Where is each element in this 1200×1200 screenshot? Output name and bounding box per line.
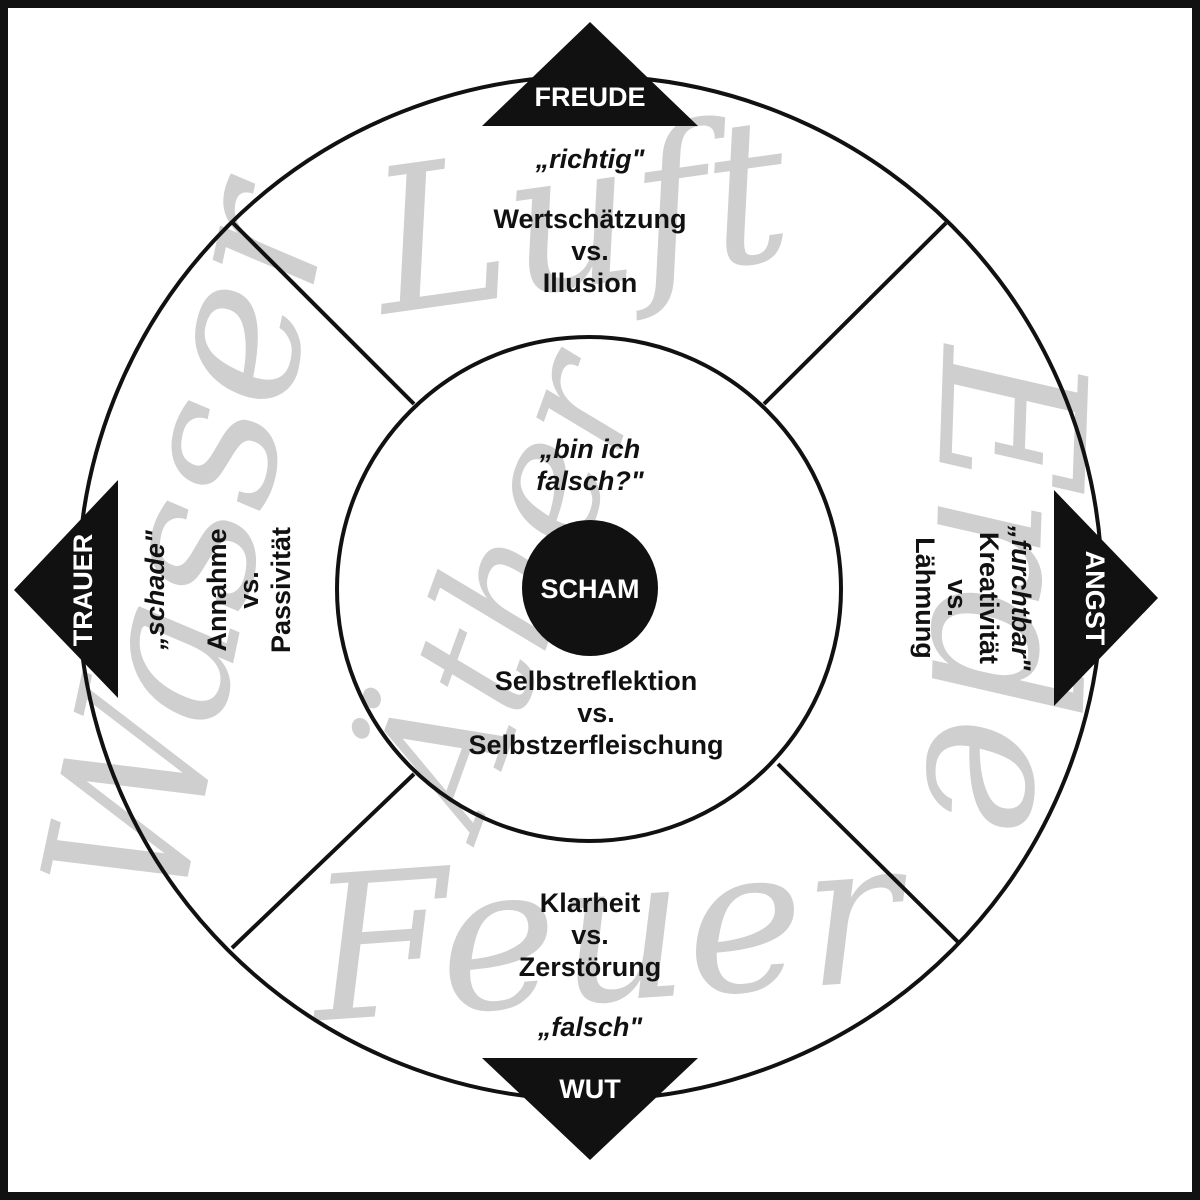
emotion-bottom-label: WUT	[559, 1074, 621, 1104]
center-disc	[522, 520, 658, 656]
segment-top-line2: vs.	[571, 236, 609, 266]
divider-bottom-left	[230, 772, 416, 950]
arrow-top	[482, 22, 698, 126]
segment-center-quote-line1: „bin ich	[539, 434, 641, 464]
segment-right-group: „furchtbar" Kreativität vs. Lähmung	[910, 525, 1036, 672]
segment-left-group: „schade" Annahme vs. Passivität	[140, 527, 296, 653]
segment-left-line3: Passivität	[266, 527, 296, 653]
segment-center-line2: vs.	[577, 698, 615, 728]
divider-top-right	[762, 221, 948, 406]
segment-top-quote: „richtig"	[535, 144, 646, 174]
segment-top-line1: Wertschätzung	[493, 204, 686, 234]
divider-top-left	[231, 221, 416, 406]
segment-right-line1: Kreativität	[974, 532, 1004, 664]
segment-right-quote: „furchtbar"	[1006, 525, 1036, 672]
segment-bottom-line2: vs.	[571, 920, 609, 950]
segment-left-line2: vs.	[234, 571, 264, 609]
segment-bottom-quote: „falsch"	[537, 1012, 644, 1042]
segment-center-line1: Selbstreflektion	[495, 666, 698, 696]
emotion-left-label: TRAUER	[68, 534, 98, 647]
arrow-left	[14, 480, 118, 698]
divider-bottom-right	[776, 762, 960, 944]
segment-bottom-line1: Klarheit	[540, 888, 641, 918]
segment-left-line1: Annahme	[202, 528, 232, 651]
segment-top-line3: Illusion	[543, 268, 638, 298]
segment-center-quote-line2: falsch?"	[536, 466, 645, 496]
emotion-top-label: FREUDE	[534, 82, 645, 112]
segment-center-line3: Selbstzerfleischung	[468, 730, 723, 760]
emotion-right-label: ANGST	[1080, 551, 1110, 646]
segment-right-line2: vs.	[942, 579, 972, 617]
segment-left-quote: „schade"	[140, 529, 170, 651]
arrow-bottom	[482, 1058, 698, 1160]
segment-right-line3: Lähmung	[910, 537, 940, 659]
inner-circle	[335, 335, 843, 843]
emotion-center-label: SCHAM	[541, 574, 640, 604]
arrow-right	[1054, 490, 1158, 706]
segment-bottom-line3: Zerstörung	[519, 952, 662, 982]
